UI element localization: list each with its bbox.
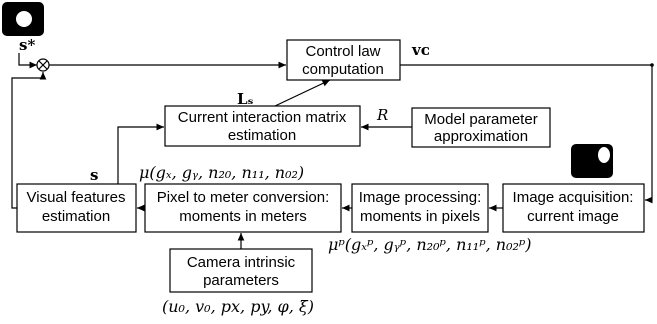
svg-text:estimation: estimation — [228, 127, 296, 144]
arrow-visual-to-interaction — [117, 123, 164, 184]
svg-text:Current interaction matrix: Current interaction matrix — [178, 109, 347, 126]
svg-text:estimation: estimation — [42, 208, 110, 225]
arrow-s-feedback — [11, 72, 47, 209]
svg-text:Control law: Control law — [305, 43, 380, 60]
block-interaction-matrix: Current interaction matrix estimation — [164, 105, 361, 147]
block-image-processing: Image processing: moments in pixels — [351, 183, 489, 233]
block-control-law: Control law computation — [286, 39, 401, 81]
summation-node — [36, 58, 50, 72]
block-visual-features: Visual features estimation — [16, 183, 137, 233]
svg-text:Image acquisition:: Image acquisition: — [513, 189, 634, 206]
label-r: R — [376, 106, 388, 124]
label-ls: Lₛ — [237, 90, 254, 108]
block-pixel-to-meter: Pixel to meter conversion: moments in me… — [144, 183, 342, 233]
svg-text:moments in pixels: moments in pixels — [360, 208, 480, 225]
label-mu-p: μᵖ(gₓᵖ, gᵧᵖ, n₂₀ᵖ, n₁₁ᵖ, n₀₂ᵖ) — [328, 235, 532, 254]
block-model-parameter: Model parameter approximation — [411, 107, 551, 148]
label-intrinsics: (u₀, v₀, px, py, φ, ξ) — [162, 297, 314, 316]
svg-text:Model parameter: Model parameter — [424, 111, 537, 128]
current-image-icon — [571, 144, 613, 178]
svg-text:approximation: approximation — [434, 128, 528, 145]
desired-image-icon — [2, 2, 44, 36]
svg-text:Camera intrinsic: Camera intrinsic — [187, 254, 296, 271]
svg-text:parameters: parameters — [203, 272, 279, 289]
block-image-acquisition: Image acquisition: current image — [502, 183, 645, 233]
arrow-ls-to-control — [274, 79, 331, 107]
svg-text:Pixel to meter conversion:: Pixel to meter conversion: — [157, 189, 330, 206]
svg-text:Visual features: Visual features — [27, 189, 126, 206]
label-vc: vᴄ — [411, 41, 430, 59]
arrow-vc-to-acquisition — [645, 65, 653, 204]
svg-text:moments in meters: moments in meters — [179, 208, 307, 225]
arrow-desired-to-sum — [18, 53, 37, 69]
svg-text:Image processing:: Image processing: — [359, 189, 482, 206]
block-camera-intrinsic: Camera intrinsic parameters — [169, 248, 313, 293]
label-s: s — [90, 166, 98, 184]
svg-text:computation: computation — [302, 61, 384, 78]
svg-text:current image: current image — [527, 208, 619, 225]
label-mu: μ(gₓ, gᵧ, n₂₀, n₁₁, n₀₂) — [139, 163, 304, 182]
label-s-star: s* — [19, 36, 35, 54]
